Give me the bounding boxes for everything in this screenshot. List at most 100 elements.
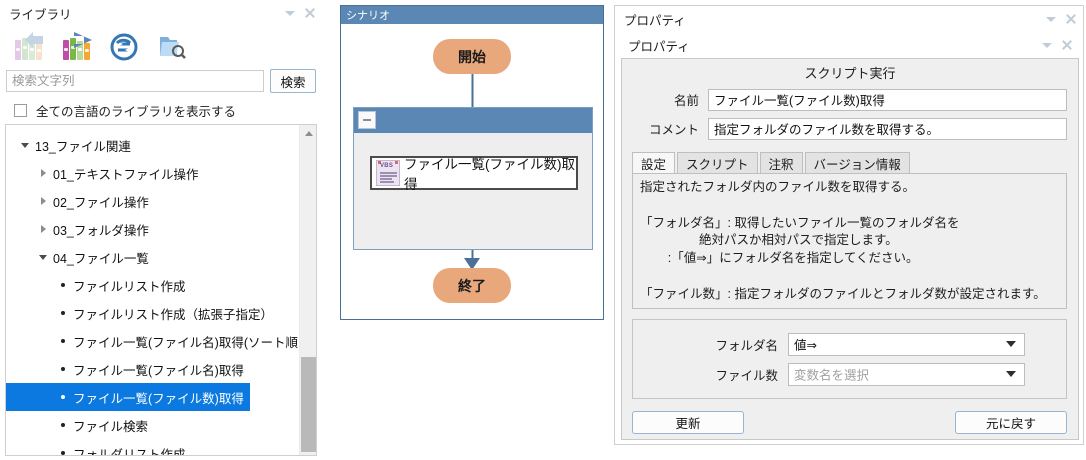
properties-outer-controls — [1046, 13, 1077, 25]
param-row-file-count: ファイル数 変数名を選択 — [633, 359, 1066, 389]
library-tree: 13_ファイル関連 01_テキストファイル操作 02_ファイル操作 03_フォルダ操作… — [6, 125, 316, 455]
library-show-all-languages-label: 全ての言語のライブラリを表示する — [36, 104, 237, 119]
scenario-step-node[interactable]: VBS ファイル一覧(ファイル数)取得 — [370, 156, 578, 192]
param-value-file-count: 変数名を選択 — [794, 368, 870, 383]
revert-button[interactable]: 元に戻す — [955, 411, 1067, 434]
library-tree-label: ファイルリスト作成 — [73, 279, 186, 294]
library-search-row: 検索 — [0, 68, 322, 94]
library-search-input[interactable] — [6, 70, 264, 92]
library-tree-item[interactable]: ファイルリスト作成（拡張子指定） — [6, 299, 299, 327]
properties-outer-titlebar: プロパティ — [615, 6, 1083, 32]
library-tree-folder[interactable]: 03_フォルダ操作 — [6, 215, 299, 243]
properties-inner-controls — [1042, 39, 1073, 51]
library-tree-label: 13_ファイル関連 — [35, 139, 131, 154]
properties-inner-close-icon[interactable] — [1061, 39, 1073, 51]
library-close-icon[interactable] — [304, 7, 316, 19]
param-combo-folder-name[interactable]: 値⇒ — [788, 332, 1025, 356]
library-tree-scrollbar[interactable] — [299, 125, 316, 455]
tree-bullet-icon — [56, 283, 70, 287]
library-show-all-languages-row[interactable]: 全ての言語のライブラリを表示する — [0, 98, 322, 122]
library-refresh-icon[interactable] — [107, 31, 141, 63]
tree-bullet-icon — [56, 339, 70, 343]
library-tree-label: ファイル検索 — [73, 419, 149, 434]
scenario-group-block[interactable]: VBS ファイル一覧(ファイル数)取得 — [353, 107, 593, 250]
tree-collapsed-icon[interactable] — [36, 197, 50, 205]
scenario-panel: シナリオ 開始 VBS ファイル一覧(ファイル数)取得 — [340, 5, 604, 320]
update-button[interactable]: 更新 — [632, 411, 744, 434]
properties-outer-close-icon[interactable] — [1065, 13, 1077, 25]
scenario-title: シナリオ — [341, 6, 603, 24]
scroll-up-arrow-icon[interactable] — [300, 125, 316, 141]
library-tree-container: 13_ファイル関連 01_テキストファイル操作 02_ファイル操作 03_フォルダ操作… — [5, 124, 317, 456]
library-tree-item[interactable]: ファイル一覧(ファイル数)取得 — [6, 383, 250, 411]
library-tree-label: ファイル一覧(ファイル数)取得 — [73, 391, 244, 406]
field-input-name[interactable] — [708, 88, 1067, 111]
flow-arrow-icon — [464, 258, 480, 270]
library-tree-item[interactable]: ファイル検索 — [6, 411, 299, 439]
tree-bullet-icon — [56, 311, 70, 315]
field-input-comment[interactable] — [708, 117, 1067, 140]
field-label-name: 名前 — [673, 94, 699, 108]
chevron-down-icon — [1006, 341, 1016, 347]
library-title: ライブラリ — [9, 7, 72, 22]
properties-outer-title: プロパティ — [624, 13, 686, 28]
library-tree-item[interactable]: ファイル一覧(ファイル名)取得 — [6, 355, 299, 383]
scenario-group-header — [354, 108, 592, 133]
library-menu-caret-icon[interactable] — [285, 10, 295, 16]
param-combo-file-count[interactable]: 変数名を選択 — [788, 362, 1025, 386]
library-tree-folder[interactable]: 04_ファイル一覧 — [6, 243, 299, 271]
properties-inner-title: プロパティ — [628, 39, 690, 54]
library-panel: ライブラリ — [0, 0, 322, 460]
library-tree-item[interactable]: フォルダリスト作成 — [6, 439, 299, 455]
library-tree-folder[interactable]: 02_ファイル操作 — [6, 187, 299, 215]
library-import-icon[interactable] — [11, 31, 45, 63]
properties-body: スクリプト実行 名前 コメント 設定 スクリプト 注釈 バージョン情報 指定され… — [621, 58, 1079, 440]
tree-bullet-icon — [56, 451, 70, 455]
group-collapse-icon[interactable] — [358, 111, 376, 129]
library-toolbar — [0, 26, 322, 68]
tab-script[interactable]: スクリプト — [677, 152, 758, 173]
library-show-all-languages-checkbox[interactable] — [14, 103, 27, 117]
tree-expanded-icon[interactable] — [18, 142, 32, 148]
tab-settings[interactable]: 設定 — [632, 152, 676, 173]
library-tree-label: ファイル一覧(ファイル名)取得 — [73, 363, 244, 378]
field-row-name: 名前 — [622, 85, 1078, 114]
library-tree-label: 02_ファイル操作 — [53, 195, 149, 210]
flow-connector-top — [471, 74, 474, 107]
library-tree-folder[interactable]: 13_ファイル関連 — [6, 131, 299, 159]
flow-node-end[interactable]: 終了 — [433, 268, 511, 303]
field-label-comment: コメント — [648, 123, 699, 137]
scenario-canvas[interactable]: 開始 VBS ファイル一覧(ファイル数)取得 終了 — [341, 24, 603, 319]
library-tree-item[interactable]: ファイル一覧(ファイル名)取得(ソート順あり) — [6, 327, 316, 355]
tree-expanded-icon[interactable] — [36, 254, 50, 260]
tree-bullet-icon — [56, 423, 70, 427]
tree-collapsed-icon[interactable] — [36, 225, 50, 233]
library-tree-label: ファイルリスト作成（拡張子指定） — [73, 307, 274, 322]
properties-inner-menu-caret-icon[interactable] — [1042, 42, 1052, 48]
tree-bullet-icon — [56, 395, 70, 399]
library-export-icon[interactable] — [59, 31, 93, 63]
import-arrow-icon — [25, 32, 43, 48]
properties-heading: スクリプト実行 — [804, 65, 896, 81]
tree-collapsed-icon[interactable] — [36, 169, 50, 177]
properties-inner-panel: プロパティ スクリプト実行 名前 コメント 設定 スク — [621, 32, 1079, 440]
properties-outer-menu-caret-icon[interactable] — [1046, 16, 1056, 22]
library-folder-search-icon[interactable] — [155, 31, 189, 63]
properties-panel: プロパティ プロパティ スクリプト実行 名前 — [614, 5, 1084, 445]
tree-bullet-icon — [56, 367, 70, 371]
tab-version-info[interactable]: バージョン情報 — [804, 152, 910, 173]
flow-node-start[interactable]: 開始 — [433, 39, 511, 74]
library-tree-scroll-thumb[interactable] — [301, 357, 316, 452]
param-row-folder-name: フォルダ名 値⇒ — [633, 329, 1066, 359]
properties-button-row: 更新 元に戻す — [632, 411, 1067, 434]
library-tree-folder[interactable]: 01_テキストファイル操作 — [6, 159, 299, 187]
properties-inner-titlebar: プロパティ — [621, 32, 1079, 58]
properties-params-box: フォルダ名 値⇒ ファイル数 変数名を選択 — [632, 319, 1067, 399]
library-tree-item[interactable]: ファイルリスト作成 — [6, 271, 299, 299]
chevron-down-icon — [1006, 371, 1016, 377]
library-tree-label: 03_フォルダ操作 — [53, 223, 149, 238]
field-row-comment: コメント — [622, 114, 1078, 143]
library-search-button[interactable]: 検索 — [270, 69, 316, 93]
tab-annotation[interactable]: 注釈 — [759, 152, 803, 173]
library-titlebar: ライブラリ — [0, 0, 322, 26]
